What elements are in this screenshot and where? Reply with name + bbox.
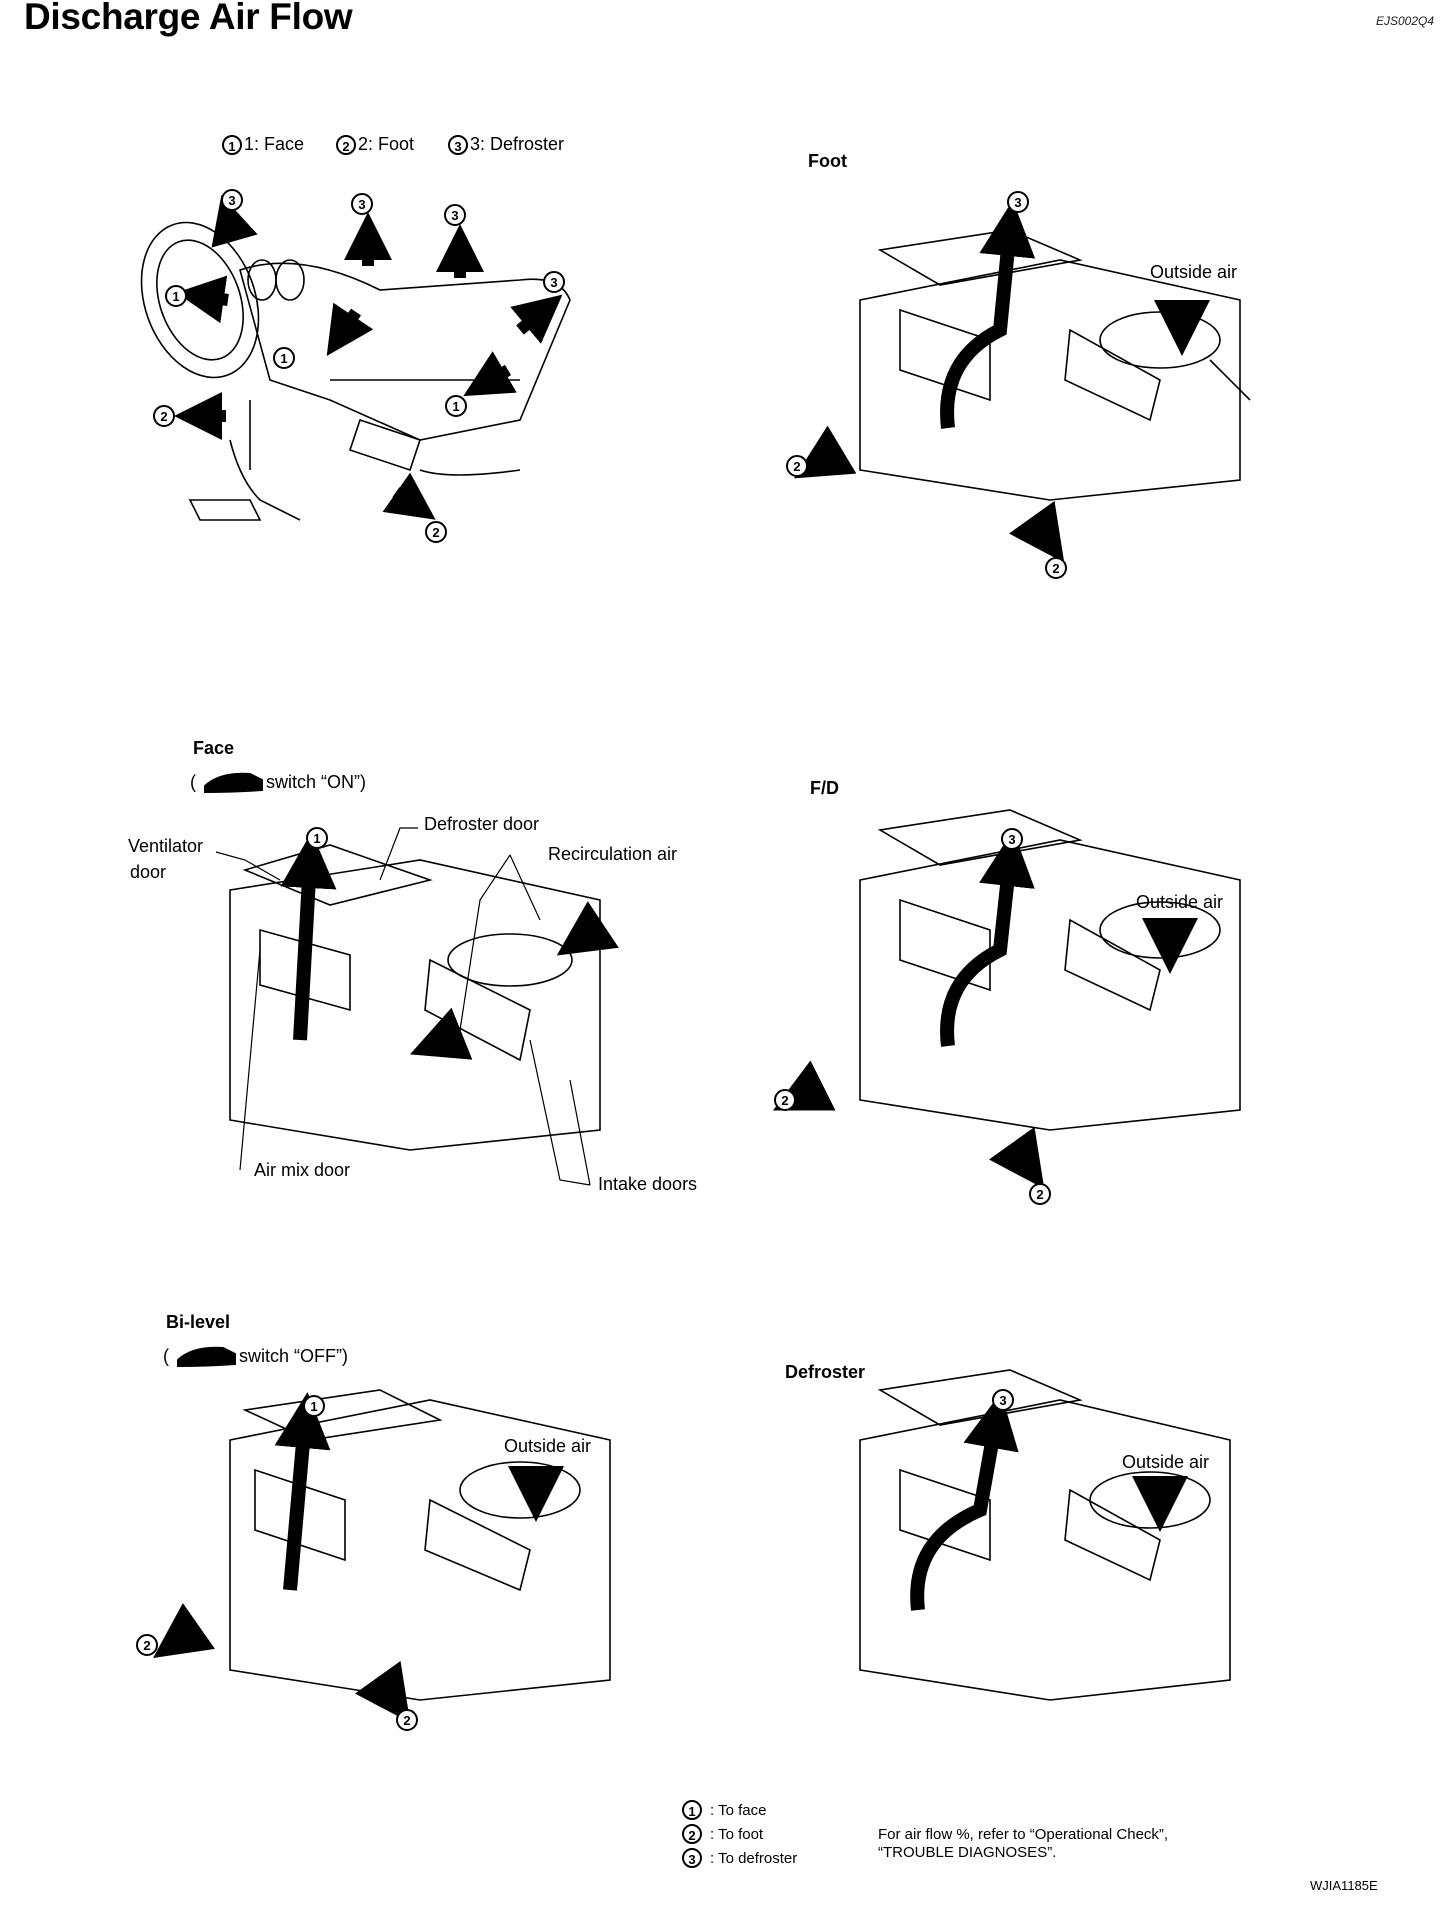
- hvac-unit-face: [229, 844, 601, 1151]
- svg-text:1: 1: [280, 351, 287, 366]
- fd-panel-title: F/D: [810, 778, 839, 798]
- recirculation-air-label: Recirculation air: [548, 844, 678, 864]
- svg-text:2: 2: [143, 1638, 150, 1653]
- svg-text:1: 1: [310, 1399, 317, 1414]
- dashboard-arrows: [174, 194, 563, 520]
- svg-text:2: 2: [793, 459, 800, 474]
- page-title: Discharge Air Flow: [24, 0, 353, 37]
- footer-note-line2: “TROUBLE DIAGNOSES”.: [878, 1844, 1057, 1861]
- bilevel-switch-note: (switch “OFF”): [163, 1346, 348, 1366]
- document-code: EJS002Q4: [1376, 14, 1435, 28]
- svg-text:3: 3: [1014, 195, 1021, 210]
- svg-text:1: 1: [172, 289, 179, 304]
- hvac-unit-fd: [859, 809, 1241, 1131]
- footer-note-line1: For air flow %, refer to “Operational Ch…: [878, 1826, 1169, 1843]
- defroster-outside-air-label: Outside air: [1122, 1452, 1210, 1472]
- svg-text:1: 1: [313, 831, 320, 846]
- recirc-switch-icons: [177, 772, 263, 1368]
- svg-text:2: 2: [160, 409, 167, 424]
- unit-markers: 3 2 2 1 3 2 2 1 2 2 3: [136, 191, 1067, 1731]
- svg-text:3: 3: [228, 193, 235, 208]
- fd-outside-air-label: Outside air: [1136, 892, 1224, 912]
- foot-panel-title: Foot: [808, 151, 847, 171]
- svg-text:3: 3: [550, 275, 557, 290]
- svg-text:2: 2: [781, 1093, 788, 1108]
- hvac-unit-defroster: [859, 1369, 1231, 1701]
- dashboard-illustration: [140, 221, 571, 521]
- svg-text:3: 3: [1008, 832, 1015, 847]
- intake-doors-label: Intake doors: [598, 1174, 698, 1194]
- footer-legend-foot: 2: To foot: [682, 1822, 797, 1846]
- unit-flow-arrows: [153, 200, 1210, 1723]
- ventilator-door-label-2: door: [130, 862, 167, 882]
- defroster-door-label: Defroster door: [424, 814, 540, 834]
- footer-legend-defroster: 3: To defroster: [682, 1846, 797, 1870]
- ventilator-door-label-1: Ventilator: [128, 836, 204, 856]
- face-panel-title: Face: [193, 738, 235, 758]
- bilevel-outside-air-label: Outside air: [504, 1436, 592, 1456]
- svg-text:1: 1: [452, 399, 459, 414]
- footer-legend-face: 1: To face: [682, 1798, 797, 1822]
- dashboard-markers: 3 3 3 3 1 1 1 2 2: [153, 189, 565, 543]
- footer-legend: 1: To face 2: To foot 3: To defroster: [682, 1798, 797, 1870]
- foot-outside-air-label: Outside air: [1150, 262, 1238, 282]
- svg-text:2: 2: [432, 525, 439, 540]
- svg-text:2: 2: [403, 1713, 410, 1728]
- svg-text:3: 3: [999, 1393, 1006, 1408]
- face-leader-lines: [215, 827, 591, 1186]
- figure-code: WJIA1185E: [1310, 1878, 1378, 1893]
- bilevel-panel-title: Bi-level: [166, 1312, 231, 1332]
- svg-text:2: 2: [1052, 561, 1059, 576]
- svg-text:3: 3: [358, 197, 365, 212]
- hvac-unit-foot: [859, 229, 1251, 501]
- air-mix-door-label: Air mix door: [254, 1160, 351, 1180]
- face-switch-note: (switch “ON”): [190, 772, 366, 792]
- svg-text:2: 2: [1036, 1187, 1043, 1202]
- defroster-panel-title: Defroster: [785, 1362, 866, 1382]
- svg-text:3: 3: [451, 208, 458, 223]
